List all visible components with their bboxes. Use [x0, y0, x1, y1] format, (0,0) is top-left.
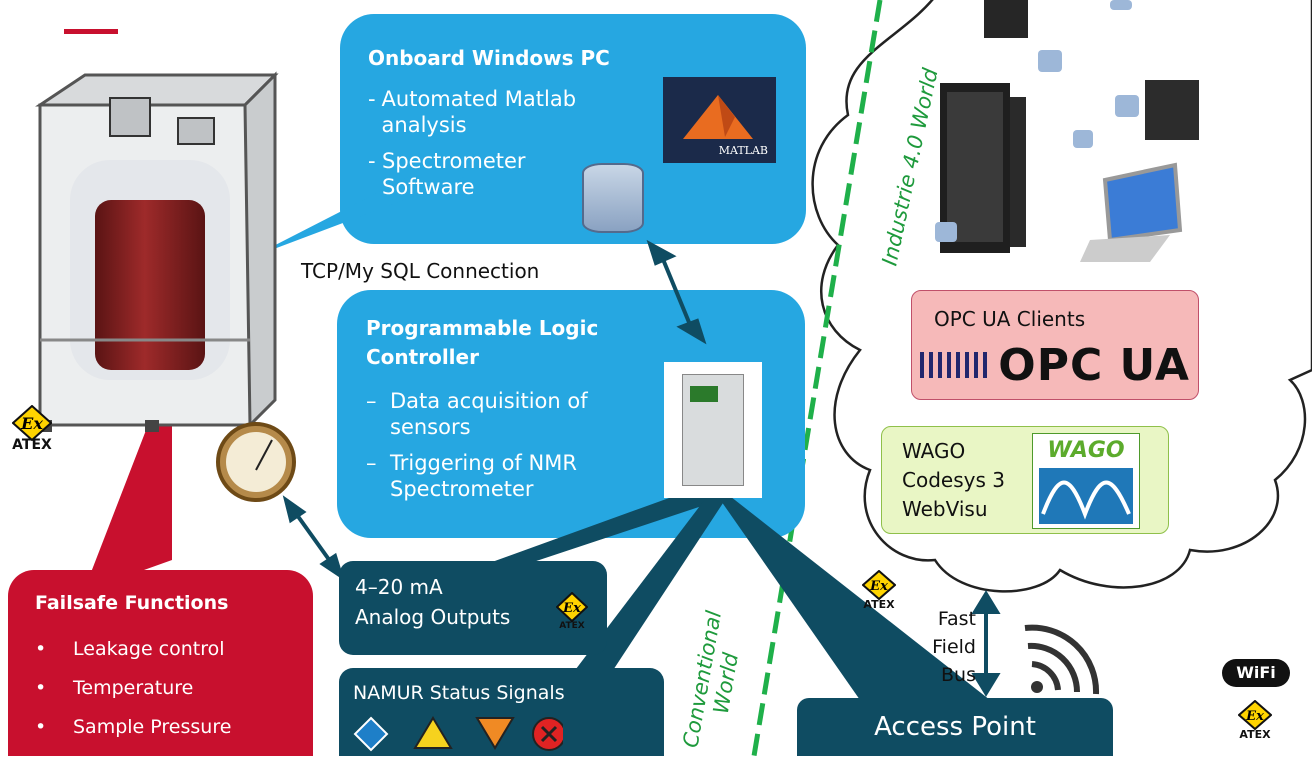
atex-ex-icon: Ex — [12, 405, 52, 441]
failsafe-item: Sample Pressure — [73, 716, 232, 738]
atex-badge-wifi: Ex ATEX — [1238, 700, 1272, 740]
plc-item: Data acquisition of sensors — [390, 389, 588, 439]
world-divider-line — [751, 0, 883, 756]
wago-line: WAGO — [902, 439, 966, 463]
access-point-box: Access Point — [797, 698, 1113, 756]
accent-bar — [64, 29, 118, 34]
wifi-signal-icon — [1024, 624, 1100, 695]
wago-lines: WAGO Codesys 3 WebVisu — [902, 437, 1005, 524]
failsafe-item: Temperature — [73, 677, 194, 699]
failsafe-box: Failsafe Functions •Leakage control •Tem… — [8, 570, 313, 756]
svg-text:Ex: Ex — [1245, 709, 1264, 724]
wago-line: Codesys 3 — [902, 468, 1005, 492]
access-point-label: Access Point — [874, 712, 1036, 742]
matlab-logo-text: MATLAB — [718, 144, 768, 157]
svg-text:Ex: Ex — [562, 601, 581, 616]
onboard-pc-title: Onboard Windows PC — [368, 46, 610, 70]
opc-ua-logo-text: OPC UA — [998, 339, 1190, 391]
opc-ua-label: OPC UA Clients — [934, 307, 1086, 331]
plc-list: –Data acquisition of sensors –Triggering… — [366, 388, 656, 502]
onboard-pc-item: Automated Matlab analysis — [381, 87, 577, 137]
atex-label: ATEX — [863, 598, 895, 611]
server-icons — [935, 0, 1199, 262]
atex-label: ATEX — [1239, 728, 1271, 741]
failsafe-title: Failsafe Functions — [35, 592, 229, 614]
atex-ex-icon: Ex — [1238, 700, 1272, 730]
spectrometer-enclosure-illustration — [35, 71, 279, 432]
namur-label: NAMUR Status Signals — [353, 682, 565, 704]
wago-box: WAGO Codesys 3 WebVisu WAGO — [881, 426, 1169, 534]
wedge-access — [712, 488, 990, 700]
wago-logo-text: WAGO — [1047, 438, 1125, 463]
fieldbus-label: Fast Field Bus — [906, 605, 976, 689]
namur-box: NAMUR Status Signals — [339, 668, 664, 756]
onboard-pc-bubble — [250, 14, 806, 258]
svg-text:Ex: Ex — [869, 579, 888, 594]
atex-badge-analog: Ex ATEX — [556, 592, 588, 632]
namur-status-icons — [353, 716, 563, 752]
atex-ex-icon: Ex — [862, 570, 896, 600]
atex-badge-fieldbus: Ex ATEX — [862, 570, 896, 610]
atex-label: ATEX — [559, 621, 585, 631]
out-of-spec-icon — [413, 716, 453, 749]
gauge-icon — [216, 422, 296, 502]
analog-line1: 4–20 mA — [355, 575, 443, 599]
matlab-logo: MATLAB — [663, 77, 776, 163]
opc-ua-box: OPC UA Clients OPC UA — [911, 290, 1199, 400]
check-function-icon — [353, 716, 389, 752]
atex-ex-icon: Ex — [556, 592, 588, 622]
fieldbus-line: Fast — [937, 608, 976, 630]
matlab-icon — [683, 95, 753, 139]
failsafe-item: Leakage control — [73, 638, 225, 660]
wago-logo: WAGO — [1032, 433, 1140, 529]
plc-title: Programmable Logic Controller — [366, 316, 599, 369]
maintenance-icon — [475, 717, 515, 750]
failsafe-list: •Leakage control •Temperature •Sample Pr… — [35, 630, 231, 747]
opc-ua-logo: OPC UA — [920, 339, 1190, 391]
fieldbus-line: Bus — [941, 664, 976, 686]
atex-badge-main: Ex ATEX — [12, 405, 52, 453]
onboard-pc-item: Spectrometer Software — [382, 149, 526, 199]
arrows — [282, 239, 1001, 697]
svg-text:Ex: Ex — [20, 414, 43, 433]
connection-label: TCP/My SQL Connection — [301, 259, 540, 283]
wago-line: WebVisu — [902, 497, 988, 521]
atex-label: ATEX — [12, 437, 52, 453]
onboard-pc-list: -Automated Matlab analysis -Spectrometer… — [368, 86, 658, 200]
wago-wave-icon — [1039, 468, 1133, 524]
plc-item: Triggering of NMR Spectrometer — [390, 451, 577, 501]
database-icon — [582, 163, 644, 233]
fieldbus-line: Field — [932, 636, 976, 658]
wifi-logo: WiFi — [1222, 659, 1290, 687]
analog-line2: Analog Outputs — [355, 605, 511, 629]
analog-outputs-box: 4–20 mA Analog Outputs — [339, 561, 607, 655]
plc-device-image — [664, 362, 762, 498]
failsafe-pointer — [90, 425, 172, 575]
